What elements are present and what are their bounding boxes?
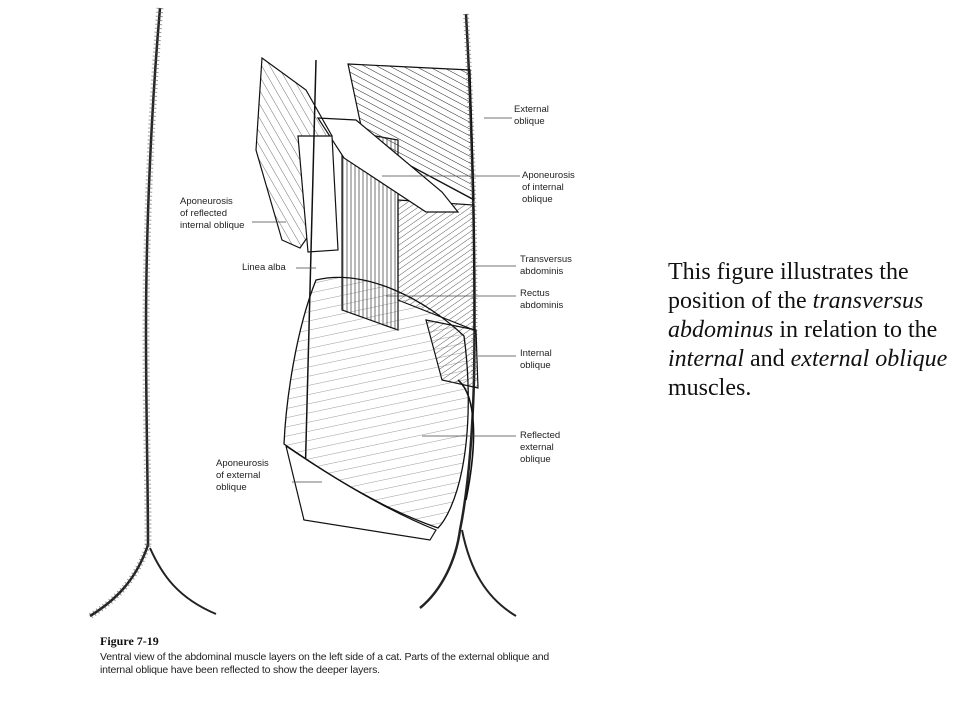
description-text: This figure illustrates the position of … — [668, 258, 953, 403]
reflected-external-oblique — [283, 276, 469, 529]
description-emphasis-external-oblique: external oblique — [790, 346, 948, 372]
figure-caption: Ventral view of the abdominal muscle lay… — [100, 651, 550, 676]
figure-panel: External oblique Aponeurosis of internal… — [86, 0, 606, 690]
description-part-1: This figure illustrates the position of … — [668, 259, 909, 314]
label-internal-oblique: Internal oblique — [520, 348, 552, 371]
aponeurosis-external-oblique — [285, 444, 437, 541]
label-aponeurosis-reflected-internal-oblique: Aponeurosis of reflected internal obliqu… — [180, 196, 245, 231]
description-part-3: and — [744, 346, 791, 372]
label-rectus-abdominis: Rectus abdominis — [520, 288, 564, 311]
label-transversus-abdominis: Transversus abdominis — [520, 254, 572, 277]
body-outline-left — [88, 7, 217, 619]
label-aponeurosis-external-oblique: Aponeurosis of external oblique — [216, 458, 269, 493]
description-part-2: in relation to the — [773, 317, 938, 343]
leader-lines — [252, 117, 520, 483]
label-reflected-external-oblique: Reflected external oblique — [520, 430, 561, 465]
description-emphasis-internal: internal — [668, 346, 744, 372]
label-aponeurosis-internal-oblique: Aponeurosis of internal oblique — [522, 170, 575, 205]
label-linea-alba: Linea alba — [242, 262, 286, 273]
aponeurosis-internal-oblique — [316, 117, 460, 213]
label-external-oblique: External oblique — [514, 104, 549, 127]
description-emphasis-transversus: transversus abdominus — [668, 288, 924, 343]
cat-abdominal-muscle-illustration — [88, 7, 520, 619]
figure-number: Figure 7-19 — [100, 634, 159, 648]
aponeurosis-reflected-internal-oblique — [297, 135, 339, 253]
description-part-4: muscles. — [668, 375, 752, 401]
